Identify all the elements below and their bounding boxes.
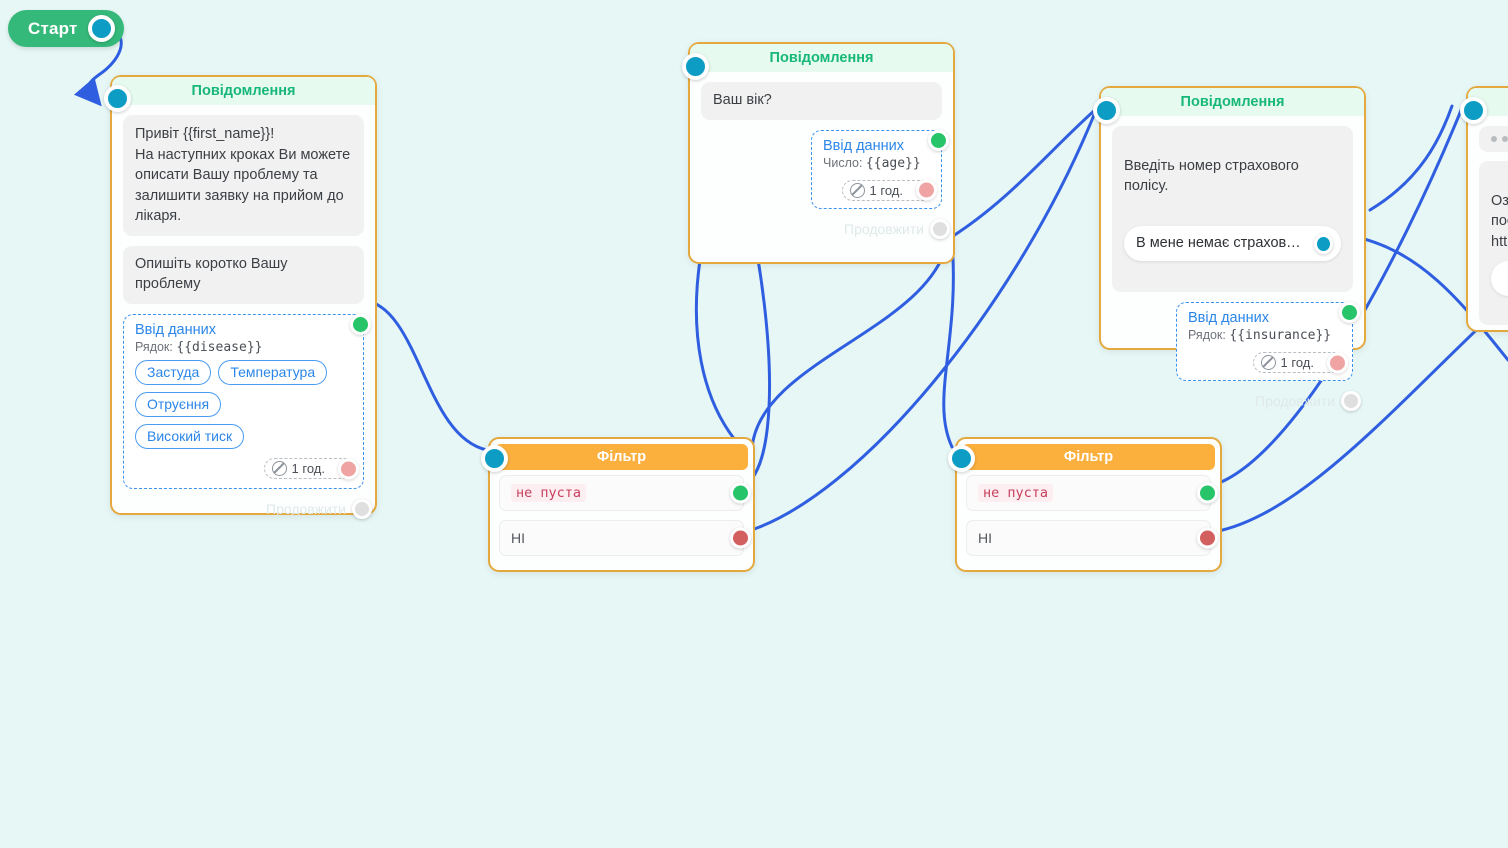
filter-row-false-port[interactable]	[730, 527, 751, 549]
timeout-port[interactable]	[338, 458, 359, 480]
message-text: Введіть номер страхового полісу.	[1124, 157, 1299, 195]
reply-button-label: В мене немає страховог…	[1136, 235, 1314, 252]
node-age-input-port[interactable]	[682, 53, 709, 80]
input-card-age[interactable]: Ввід данних Число: {{age}} 1 год.	[811, 129, 949, 209]
filter-row-true-port[interactable]	[1197, 482, 1218, 504]
timer-row: 1 год.	[135, 458, 359, 480]
node-greeting-input-port[interactable]	[104, 85, 131, 112]
input-variable-line: Рядок: {{insurance}}	[1188, 328, 1343, 343]
timeout-port[interactable]	[1327, 352, 1348, 374]
reply-button-label	[1503, 268, 1508, 289]
message-bubble: Озн пос http	[1479, 161, 1508, 326]
quick-reply-chips: Отруєння	[135, 392, 354, 418]
node-age-header: Повідомлення	[690, 44, 953, 72]
message-text: Озн пос http	[1491, 192, 1508, 250]
filter-left-header: Фільтр	[495, 444, 748, 470]
input-variable-name: {{age}}	[865, 155, 921, 171]
node-greeting[interactable]: Повідомлення Привіт {{first_name}}! На н…	[104, 75, 377, 520]
quick-reply-chip[interactable]: Температура	[218, 360, 328, 386]
quick-reply-chips: Застуда Температура	[135, 360, 354, 386]
input-variable-line: Рядок: {{disease}}	[135, 340, 354, 355]
typing-dot	[1491, 136, 1497, 142]
reply-button-no-insurance[interactable]: В мене немає страховог…	[1124, 226, 1341, 261]
quick-reply-chip[interactable]: Застуда	[135, 360, 212, 386]
message-bubble: Ваш вік?	[701, 82, 942, 120]
filter-right[interactable]: Фільтр не пуста НІ	[948, 437, 1222, 572]
input-card-title: Ввід данних	[823, 137, 904, 154]
start-node[interactable]: Старт	[8, 10, 124, 47]
message-bubble: Опишіть коротко Вашу проблему	[123, 245, 364, 305]
timeout-label: 1 год.	[291, 461, 325, 477]
continue-port[interactable]	[352, 499, 372, 520]
node-age[interactable]: Повідомлення Ваш вік? Ввід данних Число:…	[682, 42, 955, 264]
filter-condition: не пуста	[978, 484, 1054, 502]
filter-row[interactable]: НІ	[499, 520, 751, 556]
input-variable-label: Рядок:	[1188, 328, 1226, 343]
node-insurance-footer: Продовжити	[1112, 385, 1361, 420]
node-greeting-header: Повідомлення	[112, 77, 375, 105]
timeout-label: 1 год.	[869, 182, 903, 198]
filter-condition: не пуста	[511, 484, 587, 502]
continue-label: Продовжити	[266, 501, 346, 518]
input-variable-name: {{disease}}	[176, 340, 263, 356]
no-entry-icon	[271, 461, 287, 477]
message-bubble-group: Введіть номер страхового полісу. В мене …	[1112, 126, 1353, 293]
input-card-title: Ввід данних	[1188, 310, 1269, 327]
input-variable-label: Число:	[823, 155, 863, 170]
start-output-port[interactable]	[87, 15, 115, 42]
timeout-badge[interactable]: 1 год.	[1252, 352, 1348, 374]
filter-left[interactable]: Фільтр не пуста НІ	[481, 437, 755, 572]
input-variable-label: Рядок:	[135, 340, 173, 355]
reply-button[interactable]	[1491, 261, 1508, 296]
timeout-port[interactable]	[916, 179, 937, 201]
start-label: Старт	[28, 18, 78, 38]
filter-right-input-port[interactable]	[948, 445, 975, 472]
filter-condition: НІ	[511, 530, 525, 546]
node-insurance-header: Повідомлення	[1101, 88, 1364, 116]
timer-row: 1 год.	[823, 179, 937, 201]
input-variable-name: {{insurance}}	[1229, 328, 1332, 344]
input-card-insurance[interactable]: Ввід данних Рядок: {{insurance}} 1 год.	[1176, 302, 1360, 382]
no-entry-icon	[1260, 355, 1276, 371]
continue-port[interactable]	[930, 218, 950, 239]
typing-dot	[1502, 136, 1508, 142]
filter-condition: НІ	[978, 530, 992, 546]
filter-left-input-port[interactable]	[481, 445, 508, 472]
node-insurance[interactable]: Повідомлення Введіть номер страхового по…	[1093, 86, 1366, 412]
input-card-title: Ввід данних	[135, 322, 216, 339]
node-insurance-input-port[interactable]	[1093, 97, 1120, 124]
node-age-footer: Продовжити	[701, 213, 950, 248]
continue-port[interactable]	[1341, 391, 1361, 412]
continue-label: Продовжити	[1255, 393, 1335, 410]
input-success-port[interactable]	[928, 129, 949, 151]
input-success-port[interactable]	[350, 314, 371, 336]
input-success-port[interactable]	[1339, 302, 1360, 324]
no-entry-icon	[849, 182, 865, 198]
message-bubble: Привіт {{first_name}}! На наступних крок…	[123, 115, 364, 236]
input-variable-line: Число: {{age}}	[823, 156, 932, 171]
node-offscreen[interactable]: Озн пос http	[1460, 86, 1508, 332]
reply-button-port[interactable]	[1313, 233, 1333, 254]
quick-reply-chip[interactable]: Отруєння	[135, 392, 222, 418]
filter-right-header: Фільтр	[962, 444, 1215, 470]
typing-indicator	[1479, 126, 1508, 152]
continue-label: Продовжити	[844, 220, 924, 237]
timeout-badge[interactable]: 1 год.	[263, 458, 359, 480]
filter-row[interactable]: НІ	[966, 520, 1218, 556]
filter-row[interactable]: не пуста	[499, 475, 751, 511]
filter-row-false-port[interactable]	[1197, 527, 1218, 549]
node-greeting-footer: Продовжити	[123, 493, 372, 528]
input-card-disease[interactable]: Ввід данних Рядок: {{disease}} Застуда Т…	[123, 314, 371, 490]
timeout-label: 1 год.	[1280, 355, 1314, 371]
timer-row: 1 год.	[1188, 352, 1348, 374]
timeout-badge[interactable]: 1 год.	[841, 179, 937, 201]
filter-row-true-port[interactable]	[730, 482, 751, 504]
node-offscreen-input-port[interactable]	[1460, 97, 1487, 124]
filter-row[interactable]: не пуста	[966, 475, 1218, 511]
quick-reply-chip[interactable]: Високий тиск	[135, 424, 245, 450]
quick-reply-chips: Високий тиск	[135, 424, 354, 450]
